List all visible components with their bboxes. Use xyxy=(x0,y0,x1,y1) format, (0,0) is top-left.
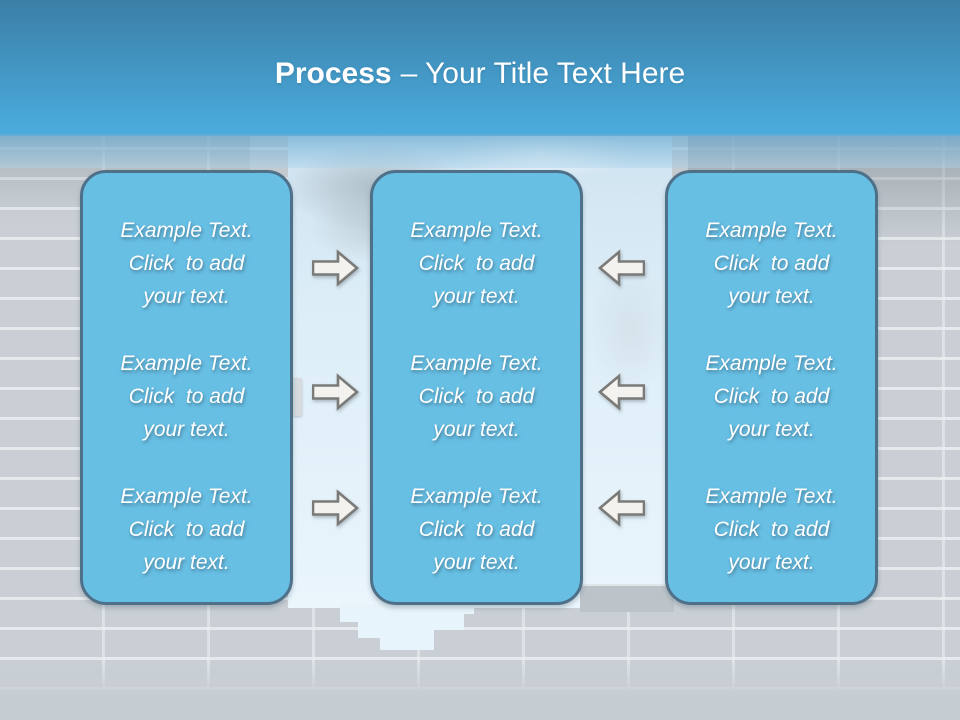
placeholder-line: Click to add xyxy=(128,252,245,275)
text-placeholder[interactable]: Example Text. Click to add your text. xyxy=(668,214,875,313)
block-arrow-left-shape xyxy=(600,252,644,284)
placeholder-line: Example Text. xyxy=(120,219,253,242)
horizon-haze-band xyxy=(0,134,960,168)
placeholder-line: your text. xyxy=(728,418,815,441)
placeholder-line: your text. xyxy=(728,551,815,574)
placeholder-line: your text. xyxy=(433,285,520,308)
placeholder-line: Example Text. xyxy=(410,352,543,375)
process-column-middle[interactable]: Example Text. Click to add your text. Ex… xyxy=(370,170,583,605)
ground-fade xyxy=(0,662,960,720)
block-arrow-right-shape xyxy=(313,252,357,284)
block-arrow-left-shape xyxy=(600,492,644,524)
placeholder-line: your text. xyxy=(143,418,230,441)
placeholder-line: Click to add xyxy=(128,385,245,408)
block-arrow-left-shape xyxy=(600,376,644,408)
text-placeholder[interactable]: Example Text. Click to add your text. xyxy=(83,214,290,313)
placeholder-line: your text. xyxy=(728,285,815,308)
brick-fragment xyxy=(293,378,302,416)
placeholder-line: Example Text. xyxy=(705,352,838,375)
block-arrow-right-shape xyxy=(313,492,357,524)
placeholder-line: Click to add xyxy=(418,518,535,541)
placeholder-line: Click to add xyxy=(713,252,830,275)
slide-title[interactable]: Process– Your Title Text Here xyxy=(0,54,960,94)
block-arrow-right-icon[interactable] xyxy=(312,249,360,287)
placeholder-line: your text. xyxy=(143,551,230,574)
text-placeholder[interactable]: Example Text. Click to add your text. xyxy=(83,347,290,446)
text-placeholder[interactable]: Example Text. Click to add your text. xyxy=(668,347,875,446)
block-arrow-right-icon[interactable] xyxy=(312,373,360,411)
process-column-right[interactable]: Example Text. Click to add your text. Ex… xyxy=(665,170,878,605)
block-arrow-left-outline xyxy=(597,249,645,287)
block-arrow-right-outline xyxy=(312,373,360,411)
placeholder-line: Example Text. xyxy=(705,219,838,242)
block-arrow-left-outline xyxy=(597,489,645,527)
block-arrow-left-icon[interactable] xyxy=(597,489,645,527)
placeholder-line: Example Text. xyxy=(705,485,838,508)
placeholder-line: Click to add xyxy=(128,518,245,541)
header-band xyxy=(0,0,960,136)
placeholder-line: Example Text. xyxy=(120,485,253,508)
placeholder-line: Click to add xyxy=(418,385,535,408)
placeholder-line: Click to add xyxy=(418,252,535,275)
placeholder-line: Example Text. xyxy=(410,219,543,242)
broken-brick-ledge xyxy=(580,584,674,612)
placeholder-line: your text. xyxy=(433,551,520,574)
text-placeholder[interactable]: Example Text. Click to add your text. xyxy=(373,480,580,579)
placeholder-line: your text. xyxy=(433,418,520,441)
placeholder-line: Click to add xyxy=(713,385,830,408)
block-arrow-left-outline xyxy=(597,373,645,411)
slide-title-rest: – Your Title Text Here xyxy=(400,57,686,90)
block-arrow-left-icon[interactable] xyxy=(597,373,645,411)
block-arrow-right-outline xyxy=(312,489,360,527)
block-arrow-right-shape xyxy=(313,376,357,408)
slide-title-emphasis: Process xyxy=(274,57,392,90)
process-column-left[interactable]: Example Text. Click to add your text. Ex… xyxy=(80,170,293,605)
text-placeholder[interactable]: Example Text. Click to add your text. xyxy=(668,480,875,579)
text-placeholder[interactable]: Example Text. Click to add your text. xyxy=(373,347,580,446)
text-placeholder[interactable]: Example Text. Click to add your text. xyxy=(83,480,290,579)
placeholder-line: Example Text. xyxy=(410,485,543,508)
text-placeholder[interactable]: Example Text. Click to add your text. xyxy=(373,214,580,313)
block-arrow-right-icon[interactable] xyxy=(312,489,360,527)
block-arrow-left-icon[interactable] xyxy=(597,249,645,287)
placeholder-line: Click to add xyxy=(713,518,830,541)
placeholder-line: your text. xyxy=(143,285,230,308)
placeholder-line: Example Text. xyxy=(120,352,253,375)
